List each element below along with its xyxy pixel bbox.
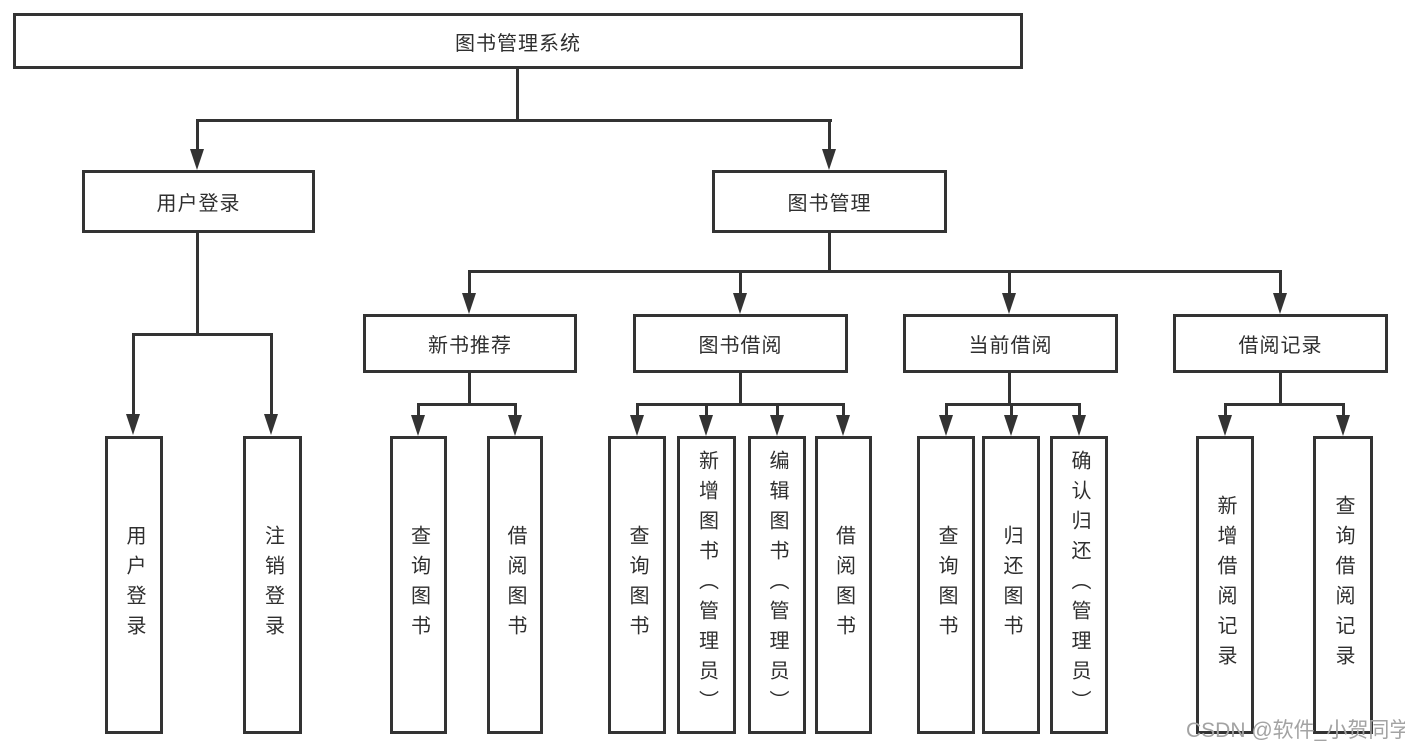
node-book-management-label: 图书管理 xyxy=(787,193,872,215)
connector-line xyxy=(132,333,273,336)
node-book-borrow: 图书借阅 xyxy=(633,314,848,373)
arrow-down-icon xyxy=(630,415,644,436)
leaf-logout: 注销登录 xyxy=(243,436,302,734)
arrow-down-icon xyxy=(699,415,713,436)
connector-line xyxy=(132,333,135,415)
connector-line xyxy=(1279,373,1282,406)
connector-line xyxy=(196,119,832,122)
connector-line xyxy=(1342,403,1345,416)
connector-line xyxy=(945,403,948,416)
node-borrow-records-label: 借阅记录 xyxy=(1238,335,1323,357)
connector-line xyxy=(468,270,471,294)
node-new-book-recommend-label: 新书推荐 xyxy=(428,335,512,357)
arrow-down-icon xyxy=(1072,415,1086,436)
arrow-down-icon xyxy=(462,293,476,314)
leaf-query-books-current-label: 查询图书 xyxy=(935,525,957,645)
leaf-borrow-books-borrow-label: 借阅图书 xyxy=(832,525,855,645)
connector-line xyxy=(196,119,199,151)
node-current-borrow: 当前借阅 xyxy=(903,314,1118,373)
connector-line xyxy=(417,403,420,416)
connector-line xyxy=(196,233,199,336)
arrow-down-icon xyxy=(733,293,747,314)
node-new-book-recommend: 新书推荐 xyxy=(363,314,577,373)
node-current-borrow-label: 当前借阅 xyxy=(968,335,1053,357)
leaf-add-borrow-record-label: 新增借阅记录 xyxy=(1214,495,1236,675)
connector-line xyxy=(514,403,517,416)
node-borrow-records: 借阅记录 xyxy=(1173,314,1388,373)
node-root-label: 图书管理系统 xyxy=(455,32,581,55)
connector-line xyxy=(776,403,779,416)
arrow-down-icon xyxy=(126,414,140,435)
arrow-down-icon xyxy=(1218,415,1232,436)
leaf-return-books: 归还图书 xyxy=(982,436,1040,734)
leaf-edit-books-admin: 编辑图书（管理员） xyxy=(748,436,806,734)
node-user-login: 用户登录 xyxy=(82,170,315,233)
leaf-user-login-label: 用户登录 xyxy=(123,525,145,645)
node-root: 图书管理系统 xyxy=(13,13,1023,69)
node-user-login-label: 用户登录 xyxy=(156,193,241,215)
leaf-return-books-label: 归还图书 xyxy=(1000,525,1022,645)
arrow-down-icon xyxy=(836,415,850,436)
arrow-down-icon xyxy=(190,149,204,170)
arrow-down-icon xyxy=(1273,293,1287,314)
connector-line xyxy=(468,373,471,406)
connector-line xyxy=(636,403,639,416)
leaf-borrow-books-borrow: 借阅图书 xyxy=(815,436,872,734)
connector-line xyxy=(1010,403,1013,416)
leaf-confirm-return-admin: 确认归还（管理员） xyxy=(1050,436,1108,734)
connector-line xyxy=(828,119,831,151)
arrow-down-icon xyxy=(822,149,836,170)
leaf-query-books-recommend-label: 查询图书 xyxy=(407,525,430,645)
connector-line xyxy=(705,403,708,416)
connector-line xyxy=(516,69,519,121)
arrow-down-icon xyxy=(411,415,425,436)
connector-line xyxy=(828,233,831,273)
leaf-query-books-current: 查询图书 xyxy=(917,436,975,734)
leaf-query-books-borrow-label: 查询图书 xyxy=(626,525,648,645)
arrow-down-icon xyxy=(264,414,278,435)
leaf-add-books-admin-label: 新增图书（管理员） xyxy=(695,450,718,720)
connector-line xyxy=(417,403,517,406)
connector-line xyxy=(739,270,742,294)
connector-line xyxy=(636,403,845,406)
node-book-borrow-label: 图书借阅 xyxy=(698,335,783,357)
connector-line xyxy=(1008,373,1011,406)
connector-line xyxy=(1008,270,1011,294)
leaf-borrow-books-recommend-label: 借阅图书 xyxy=(504,525,526,645)
connector-line xyxy=(270,333,273,415)
arrow-down-icon xyxy=(939,415,953,436)
connector-line xyxy=(739,373,742,406)
connector-line xyxy=(1078,403,1081,416)
leaf-user-login: 用户登录 xyxy=(105,436,163,734)
leaf-query-borrow-record: 查询借阅记录 xyxy=(1313,436,1373,734)
arrow-down-icon xyxy=(1336,415,1350,436)
leaf-add-borrow-record: 新增借阅记录 xyxy=(1196,436,1254,734)
csdn-watermark: CSDN @软件_小贺同学 xyxy=(1186,719,1405,742)
leaf-edit-books-admin-label: 编辑图书（管理员） xyxy=(766,450,788,720)
arrow-down-icon xyxy=(1004,415,1018,436)
arrow-down-icon xyxy=(1002,293,1016,314)
node-book-management: 图书管理 xyxy=(712,170,947,233)
leaf-query-books-recommend: 查询图书 xyxy=(390,436,447,734)
leaf-query-borrow-record-label: 查询借阅记录 xyxy=(1332,495,1354,675)
connector-line xyxy=(1224,403,1227,416)
connector-line xyxy=(945,403,1081,406)
connector-line xyxy=(1279,270,1282,294)
leaf-borrow-books-recommend: 借阅图书 xyxy=(487,436,543,734)
leaf-query-books-borrow: 查询图书 xyxy=(608,436,666,734)
connector-line xyxy=(468,270,1282,273)
arrow-down-icon xyxy=(508,415,522,436)
arrow-down-icon xyxy=(770,415,784,436)
connector-line xyxy=(1224,403,1345,406)
connector-line xyxy=(842,403,845,416)
leaf-add-books-admin: 新增图书（管理员） xyxy=(677,436,736,734)
leaf-confirm-return-admin-label: 确认归还（管理员） xyxy=(1068,450,1090,720)
leaf-logout-label: 注销登录 xyxy=(261,525,284,645)
